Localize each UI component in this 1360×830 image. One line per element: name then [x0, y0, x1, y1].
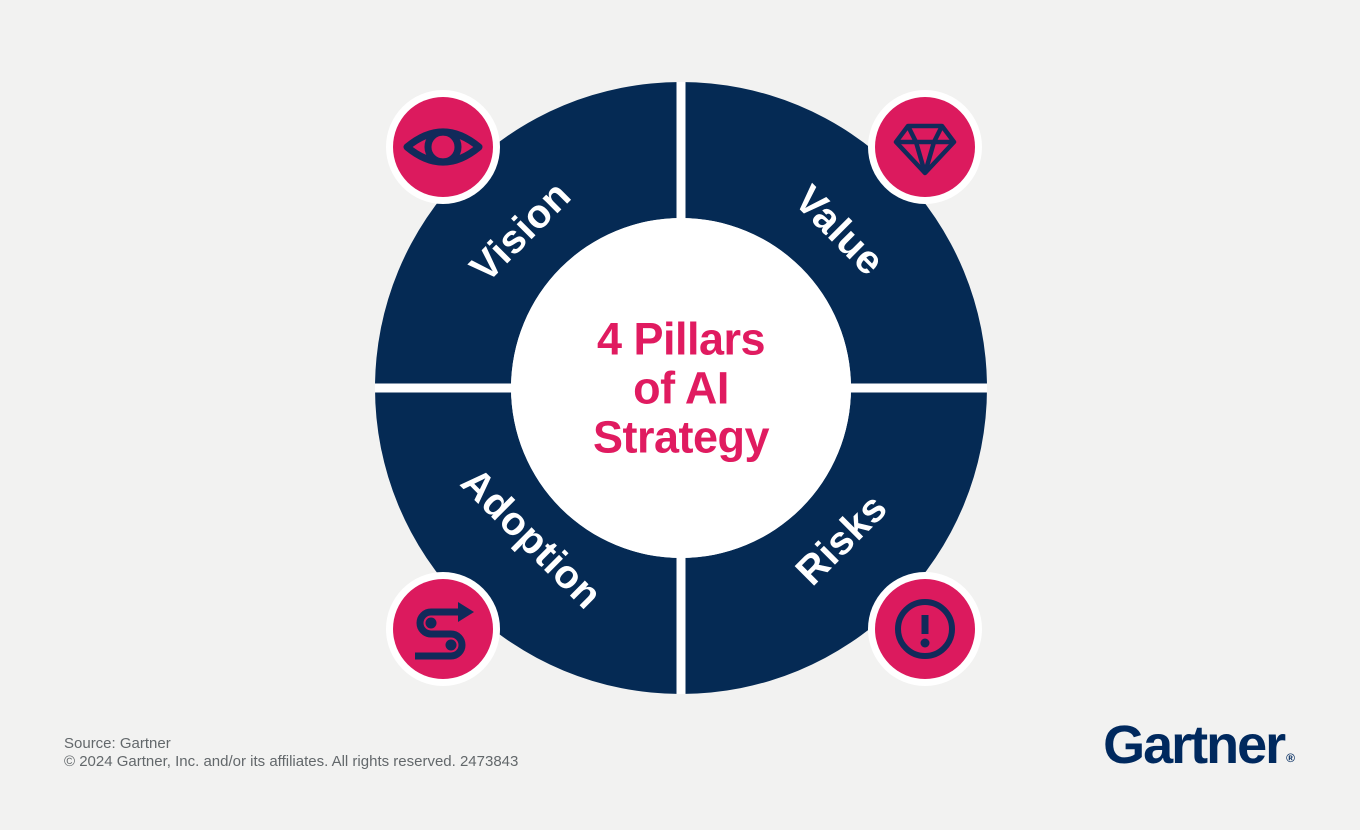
exclamation-icon [895, 599, 955, 659]
footer-source-block: Source: Gartner © 2024 Gartner, Inc. and… [64, 735, 518, 770]
gartner-logo: Gartner® [1103, 715, 1295, 786]
icon-badge [875, 97, 975, 197]
copyright-line: © 2024 Gartner, Inc. and/or its affiliat… [64, 752, 519, 770]
source-line: Source: Gartner [64, 735, 171, 752]
winding-arrow-icon [415, 602, 474, 660]
donut-ring [375, 82, 987, 694]
quadrant-vision-segment [375, 82, 681, 388]
diamond-icon [893, 123, 957, 176]
eye-icon [403, 128, 483, 166]
quadrant-adoption-segment [375, 388, 681, 694]
quadrant-risks-segment [681, 388, 987, 694]
quadrant-value-segment [681, 82, 987, 388]
icon-badge [393, 579, 493, 679]
diagram-title: 4 Pillars of AI Strategy [592, 313, 770, 463]
icon-badge [393, 97, 493, 197]
registered-trademark-mark: ® [1286, 751, 1295, 765]
gartner-logo-text: Gartner [1103, 715, 1286, 775]
center-circle [511, 218, 851, 558]
